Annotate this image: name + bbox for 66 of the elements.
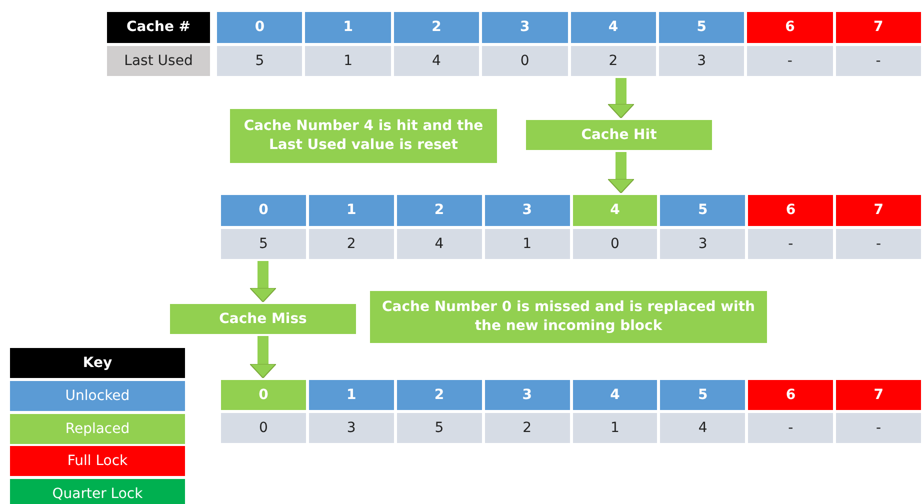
step-box: Cache Miss: [170, 304, 356, 334]
header-cell: 5: [660, 195, 746, 226]
header-cell: 2: [394, 12, 480, 42]
value-cell: 3: [308, 413, 394, 443]
step-box: Cache Hit: [526, 120, 712, 150]
arrow: [250, 261, 276, 302]
value-cell: 4: [394, 46, 480, 76]
header-cell: 5: [658, 12, 744, 42]
legend-item: Unlocked: [10, 381, 185, 411]
note-box: Cache Number 4 is hit and the Last Used value is reset: [230, 109, 497, 163]
value-cell: -: [748, 228, 834, 259]
legend-item: Full Lock: [10, 446, 185, 476]
header-cell: 6: [747, 12, 833, 42]
header-cell: 3: [484, 195, 570, 226]
header-cell: 0: [221, 195, 306, 226]
value-cell: -: [747, 46, 833, 76]
header-cell: 5: [660, 380, 746, 410]
note-box: Cache Number 0 is missed and is replaced with the new incoming block: [370, 291, 767, 343]
value-cell: 1: [305, 46, 391, 76]
value-cell: 1: [484, 228, 570, 259]
key-heading: Key: [10, 348, 185, 378]
header-cell: 7: [836, 380, 921, 410]
header-cell: 6: [748, 195, 834, 226]
cache-table: [107, 12, 923, 76]
arrow: [608, 152, 634, 194]
value-cell: 4: [396, 228, 482, 259]
value-cell: 5: [396, 413, 482, 443]
value-cell: 0: [572, 228, 658, 259]
header-cell: 4: [572, 380, 658, 410]
value-cell: 3: [660, 228, 746, 259]
value-cell: 5: [217, 46, 302, 76]
header-cell: 0: [217, 12, 302, 42]
header-cell: 0: [221, 380, 306, 410]
header-cell: 1: [308, 380, 394, 410]
value-cell: 2: [308, 228, 394, 259]
row-header-cell: Last Used: [107, 46, 210, 76]
cache-table: [220, 380, 923, 443]
header-cell: 2: [396, 195, 482, 226]
header-cell: 7: [836, 12, 921, 42]
header-cell: 2: [396, 380, 482, 410]
header-cell: 6: [748, 380, 834, 410]
value-cell: 5: [221, 228, 306, 259]
value-cell: 2: [484, 413, 570, 443]
header-cell: 3: [484, 380, 570, 410]
value-cell: 3: [658, 46, 744, 76]
header-cell: 7: [836, 195, 921, 226]
value-cell: 0: [482, 46, 568, 76]
value-cell: 2: [570, 46, 656, 76]
value-cell: 1: [572, 413, 658, 443]
arrow: [250, 336, 276, 378]
header-cell: 4: [570, 12, 656, 42]
value-cell: -: [748, 413, 834, 443]
header-cell: 1: [308, 195, 394, 226]
legend-item: Quarter Lock: [10, 478, 185, 504]
header-cell: Cache #: [107, 12, 210, 42]
cache-table: [220, 195, 923, 259]
value-cell: -: [836, 413, 921, 443]
header-cell: 1: [305, 12, 391, 42]
value-cell: 4: [660, 413, 746, 443]
value-cell: -: [836, 46, 921, 76]
header-cell: 3: [482, 12, 568, 42]
header-cell: 4: [572, 195, 658, 226]
legend-item: Replaced: [10, 414, 185, 444]
value-cell: 0: [221, 413, 306, 443]
arrow: [608, 78, 634, 118]
value-cell: -: [836, 228, 921, 259]
